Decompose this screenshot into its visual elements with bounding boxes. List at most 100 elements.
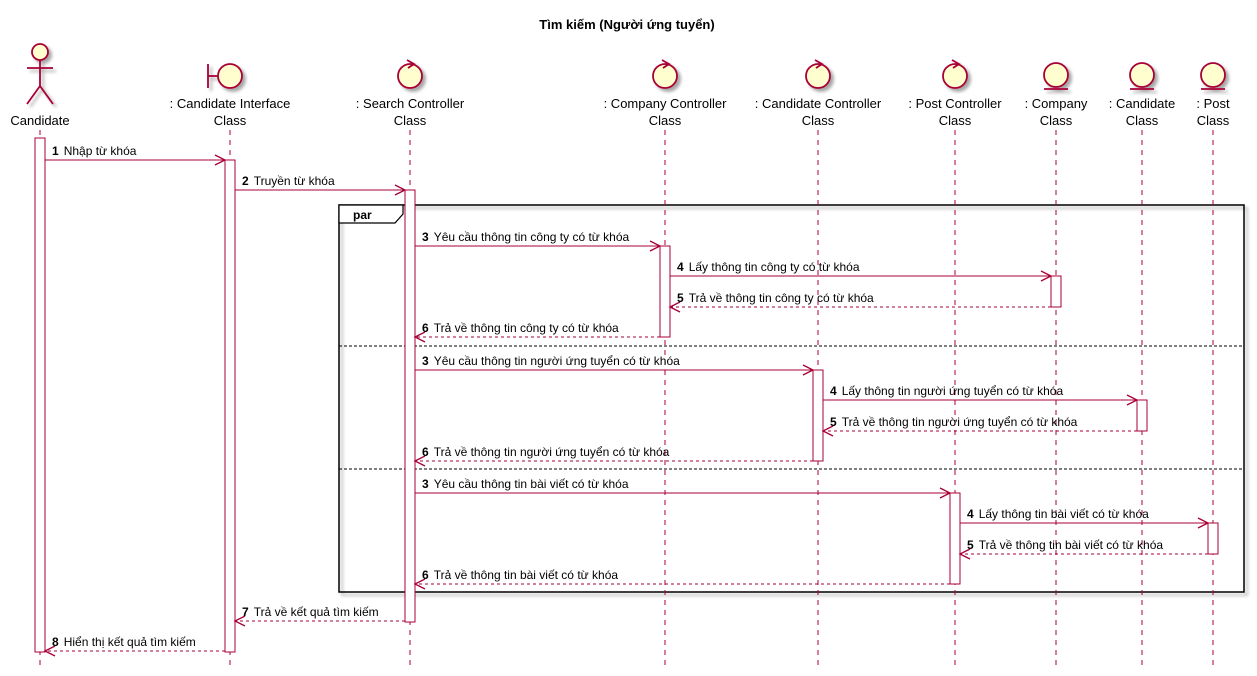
participant-name: : Candidate (1109, 96, 1176, 111)
arrowhead-icon (413, 578, 426, 590)
message-text: Lấy thông tin công ty có từ khóa (689, 260, 860, 274)
message-number: 6 (422, 445, 429, 459)
participant-name: : Search Controller (356, 96, 465, 111)
participant-type: Class (802, 113, 835, 128)
message-number: 7 (242, 605, 249, 619)
activation-bar (224, 159, 236, 653)
participant-name: : Company (1025, 96, 1088, 111)
message-number: 6 (422, 568, 429, 582)
participant-name: : Company Controller (604, 96, 727, 111)
arrowhead-icon (939, 487, 952, 499)
par-fragment-frame (338, 204, 1245, 593)
message-number: 4 (677, 260, 684, 274)
arrowhead-icon (1197, 517, 1210, 529)
post-controller-control-icon (942, 59, 968, 89)
message-arrow (45, 154, 227, 166)
activation-bar (1050, 275, 1062, 308)
arrowhead-icon (821, 425, 834, 437)
message-text: Yêu cầu thông tin công ty có từ khóa (434, 230, 630, 244)
activation-bar (1136, 399, 1148, 432)
candidate-actor-icon (26, 43, 54, 105)
arrowhead-icon (413, 455, 426, 467)
candidate-entity-icon (1129, 62, 1155, 90)
message-label: 2 Truyền từ khóa (242, 174, 335, 188)
message-text: Trả về thông tin bài viết có từ khóa (979, 538, 1164, 552)
diagram-title: Tìm kiếm (Người ứng tuyển) (539, 17, 714, 32)
arrowhead-icon (214, 154, 227, 166)
candidate-interface-boundary-icon (207, 63, 243, 89)
message-label: 8 Hiển thị kết quả tìm kiếm (52, 635, 196, 649)
message-text: Lấy thông tin bài viết có từ khóa (979, 507, 1149, 521)
message-arrow (960, 517, 1210, 529)
message-number: 6 (422, 321, 429, 335)
message-label: 4 Lấy thông tin người ứng tuyển có từ khó… (830, 384, 1063, 398)
activation-bar (812, 369, 824, 462)
message-text: Hiển thị kết quả tìm kiếm (64, 635, 196, 649)
participant-name: : Candidate Controller (755, 96, 882, 111)
message-arrow (413, 331, 660, 343)
message-label: 5 Trả về thông tin công ty có từ khóa (677, 291, 874, 305)
message-arrow (415, 240, 662, 252)
message-text: Truyền từ khóa (254, 174, 335, 188)
message-label: 4 Lấy thông tin công ty có từ khóa (677, 260, 860, 274)
message-text: Trả về thông tin bài viết có từ khóa (434, 568, 619, 582)
participant-type: Class (1040, 113, 1073, 128)
participant-type: Class (1197, 113, 1230, 128)
message-number: 4 (967, 507, 974, 521)
activation-bar (34, 137, 46, 653)
search-controller-control-icon (397, 59, 423, 89)
message-label: 3 Yêu cầu thông tin công ty có từ khóa (422, 230, 630, 244)
participant-type: Class (394, 113, 427, 128)
arrowhead-icon (802, 364, 815, 376)
message-number: 2 (242, 174, 249, 188)
message-arrow (415, 487, 952, 499)
message-number: 3 (422, 230, 429, 244)
message-text: Lấy thông tin người ứng tuyển có từ khóa (842, 384, 1064, 398)
message-number: 5 (830, 415, 837, 429)
par-fragment-tab: par (338, 204, 404, 224)
message-number: 3 (422, 477, 429, 491)
message-arrow (233, 615, 405, 627)
activation-bar (659, 245, 671, 338)
message-label: 6 Trả về thông tin người ứng tuyển có từ … (422, 445, 670, 459)
message-label: 1 Nhập từ khóa (52, 144, 137, 158)
post-entity-icon (1200, 62, 1226, 90)
message-text: Yêu cầu thông tin người ứng tuyển có từ … (434, 354, 680, 368)
message-text: Trả về thông tin công ty có từ khóa (689, 291, 874, 305)
message-number: 8 (52, 635, 59, 649)
message-text: Trả về thông tin người ứng tuyển có từ k… (434, 445, 670, 459)
participant-type: Class (214, 113, 247, 128)
message-arrow (668, 301, 1051, 313)
participant-name: : Candidate Interface (170, 96, 291, 111)
message-text: Nhập từ khóa (64, 144, 137, 158)
message-arrow (235, 184, 407, 196)
message-text: Trả về thông tin người ứng tuyển có từ k… (842, 415, 1078, 429)
participant-name: Candidate (10, 113, 69, 128)
message-label: 6 Trả về thông tin bài viết có từ khóa (422, 568, 618, 582)
message-arrow (43, 645, 225, 657)
message-number: 4 (830, 384, 837, 398)
message-arrow (958, 548, 1208, 560)
arrowhead-icon (958, 548, 971, 560)
company-controller-control-icon (652, 59, 678, 89)
message-label: 4 Lấy thông tin bài viết có từ khóa (967, 507, 1149, 521)
message-arrow (821, 425, 1137, 437)
message-number: 5 (677, 291, 684, 305)
company-entity-icon (1043, 62, 1069, 90)
message-text: Trả về thông tin công ty có từ khóa (434, 321, 619, 335)
message-arrow (415, 364, 815, 376)
arrowhead-icon (394, 184, 407, 196)
message-arrow (413, 455, 813, 467)
message-arrow (670, 270, 1053, 282)
activation-bar (1207, 522, 1219, 555)
message-arrow (413, 578, 950, 590)
arrowhead-icon (233, 615, 246, 627)
arrowhead-icon (413, 331, 426, 343)
arrowhead-icon (649, 240, 662, 252)
par-fragment-label: par (353, 208, 372, 222)
message-text: Yêu cầu thông tin bài viết có từ khóa (434, 477, 629, 491)
message-text: Trả về kết quả tìm kiếm (254, 605, 379, 619)
message-number: 1 (52, 144, 59, 158)
